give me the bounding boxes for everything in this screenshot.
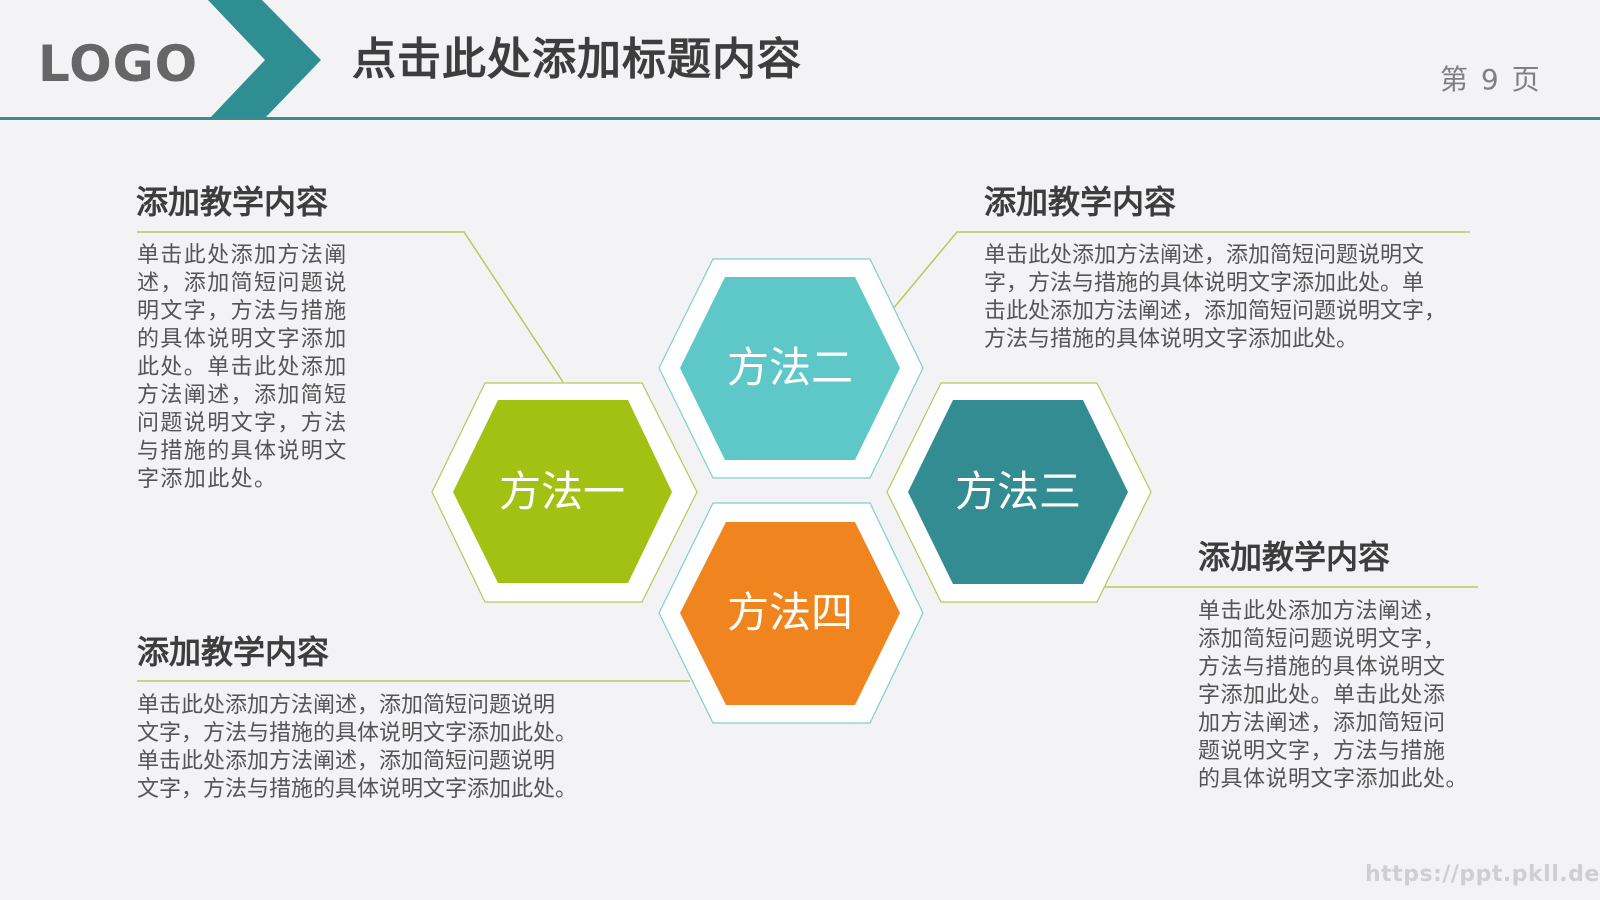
hex-label-method-3: 方法三: [954, 467, 1081, 516]
text-line: 字，方法与措施的具体说明文字添加此处。单: [984, 271, 1425, 296]
section-title-top-left: 添加教学内容: [136, 183, 329, 221]
text-line: 加方法阐述，添加简短问: [1198, 711, 1446, 736]
section-body-top-right: 单击此处添加方法阐述，添加简短问题说明文 字，方法与措施的具体说明文字添加此处。…: [984, 242, 1484, 354]
hex-label-method-2: 方法二: [726, 343, 853, 392]
text-line: 文字，方法与措施的具体说明文字添加此处。: [137, 777, 578, 802]
hex-label-method-1: 方法一: [498, 467, 625, 516]
section-body-bottom-left: 单击此处添加方法阐述，添加简短问题说明 文字，方法与措施的具体说明文字添加此处。…: [137, 692, 637, 804]
logo: LOGO: [38, 35, 199, 93]
text-line: 问题说明文字，方法: [137, 411, 348, 436]
text-line: 字添加此处。: [137, 467, 278, 492]
hex-label-method-4: 方法四: [726, 588, 853, 637]
connector-line-top-left: [137, 231, 564, 383]
text-line: 方法与措施的具体说明文字添加此处。: [984, 327, 1359, 352]
text-line: 单击此处添加方法阐述，添加简短问题说明: [137, 693, 556, 718]
hexagon-method-2: [658, 258, 924, 479]
hexagon-method-4: [658, 502, 924, 724]
text-line: 字添加此处。单击此处添: [1198, 683, 1446, 708]
header-divider: [0, 117, 1600, 120]
text-line: 击此处添加方法阐述，添加简短问题说明文字，: [984, 299, 1447, 324]
text-line: 添加简短问题说明文字，: [1198, 627, 1446, 652]
hexagon-method-3: [886, 382, 1152, 603]
text-line: 单击此处添加方法阐述，添加简短问题说明: [137, 749, 556, 774]
hexagon-method-1: [431, 382, 698, 603]
section-body-top-left: 单击此处添加方法阐 述，添加简短问题说 明文字，方法与措施 的具体说明文字添加 …: [137, 242, 377, 494]
text-line: 此处。单击此处添加: [137, 355, 348, 380]
text-line: 单击此处添加方法阐: [137, 243, 348, 268]
text-line: 文字，方法与措施的具体说明文字添加此处。: [137, 721, 578, 746]
text-line: 的具体说明文字添加: [137, 327, 348, 352]
section-title-bottom-right: 添加教学内容: [1198, 538, 1391, 576]
page-title: 点击此处添加标题内容: [352, 34, 802, 85]
watermark: https://ppt.pkll.de: [1365, 862, 1600, 887]
chevron-arrow-icon: [208, 0, 321, 118]
text-line: 方法阐述，添加简短: [137, 383, 348, 408]
text-line: 与措施的具体说明文: [137, 439, 348, 464]
text-line: 述，添加简短问题说: [137, 271, 348, 296]
text-line: 单击此处添加方法阐述，添加简短问题说明文: [984, 243, 1425, 268]
text-line: 单击此处添加方法阐述，: [1198, 599, 1446, 624]
section-title-top-right: 添加教学内容: [984, 183, 1177, 221]
text-line: 方法与措施的具体说明文: [1198, 655, 1446, 680]
connector-line-top-right: [891, 231, 1470, 311]
text-line: 题说明文字，方法与措施: [1198, 739, 1446, 764]
text-line: 的具体说明文字添加此处。: [1198, 767, 1469, 792]
section-body-bottom-right: 单击此处添加方法阐述， 添加简短问题说明文字， 方法与措施的具体说明文 字添加此…: [1198, 598, 1498, 794]
text-line: 明文字，方法与措施: [137, 299, 348, 324]
section-title-bottom-left: 添加教学内容: [137, 633, 330, 671]
page-number: 第 9 页: [1440, 63, 1542, 96]
